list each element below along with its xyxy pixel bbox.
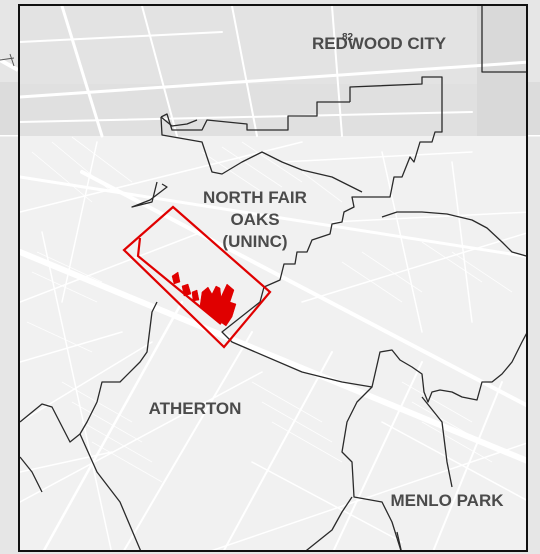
street-network <box>20 6 526 550</box>
route-82-shield-icon: 82 <box>342 32 354 43</box>
label-redwood-city: REDWOOD CITY <box>311 34 447 53</box>
study-area <box>122 205 272 349</box>
label-menlo-park: MENLO PARK <box>390 491 504 510</box>
study-area-parcels <box>171 271 237 327</box>
label-atherton: ATHERTON <box>148 399 242 418</box>
map-frame[interactable]: REDWOOD CITY 82 NORTH FAIR OAKS (UNINC) … <box>18 4 528 552</box>
map-canvas[interactable] <box>20 6 528 552</box>
street-el-camino <box>20 249 526 464</box>
jurisdiction-boundaries <box>20 6 526 550</box>
boundary-redwood-east <box>481 6 526 73</box>
boundary-nfo-north <box>160 101 350 131</box>
study-area-outline <box>122 205 272 349</box>
street-rail-corridor <box>80 170 526 408</box>
label-north-fair-oaks: NORTH FAIR OAKS (UNINC) <box>203 188 307 251</box>
study-area-inner-line <box>136 237 222 325</box>
